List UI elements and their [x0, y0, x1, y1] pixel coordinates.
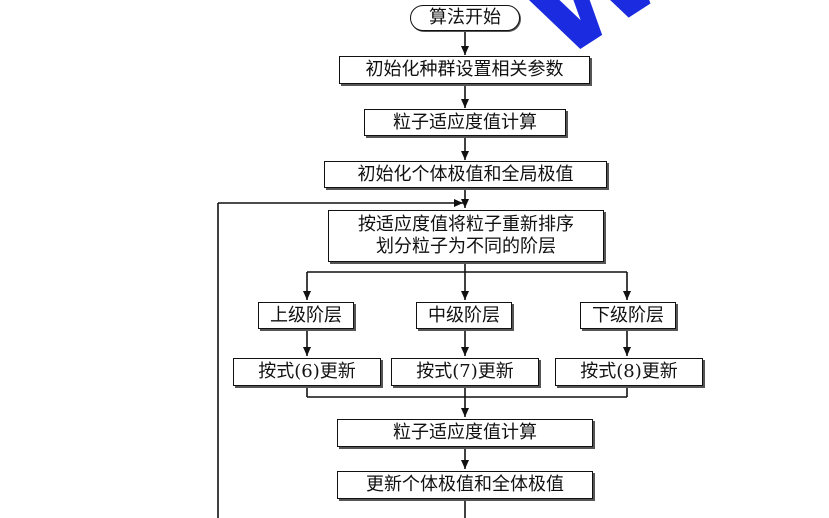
update-7-node: 按式(7)更新: [391, 358, 539, 386]
update-6-node: 按式(6)更新: [233, 358, 381, 386]
upper-level-label: 上级阶层: [270, 304, 342, 326]
fitness-calc-node-1: 粒子适应度值计算: [364, 109, 566, 136]
init-extremes-label: 初始化个体极值和全局极值: [357, 163, 574, 185]
lower-level-label: 下级阶层: [592, 304, 664, 326]
start-node-label: 算法开始: [429, 7, 501, 29]
middle-level-node: 中级阶层: [416, 302, 512, 329]
fitness-calc-label-2: 粒子适应度值计算: [393, 422, 537, 444]
middle-level-label: 中级阶层: [428, 304, 500, 326]
init-params-node: 初始化种群设置相关参数: [339, 56, 590, 84]
init-params-label: 初始化种群设置相关参数: [365, 59, 564, 81]
start-node: 算法开始: [410, 5, 520, 31]
lower-level-node: 下级阶层: [580, 302, 676, 329]
update-7-label: 按式(7)更新: [416, 361, 514, 383]
sort-line-1: 按适应度值将粒子重新排序: [358, 214, 574, 236]
update-8-label: 按式(8)更新: [580, 361, 678, 383]
sort-line-2: 划分粒子为不同的阶层: [376, 236, 556, 257]
fitness-calc-label-1: 粒子适应度值计算: [393, 111, 537, 133]
update-8-node: 按式(8)更新: [555, 358, 703, 386]
update-extremes-node: 更新个体极值和全体极值: [337, 471, 593, 499]
upper-level-node: 上级阶层: [258, 302, 354, 329]
init-extremes-node: 初始化个体极值和全局极值: [324, 161, 607, 188]
fitness-calc-node-2: 粒子适应度值计算: [337, 419, 593, 447]
update-extremes-label: 更新个体极值和全体极值: [366, 474, 564, 496]
update-6-label: 按式(6)更新: [258, 361, 356, 383]
sort-divide-node: 按适应度值将粒子重新排序 划分粒子为不同的阶层: [328, 210, 604, 262]
